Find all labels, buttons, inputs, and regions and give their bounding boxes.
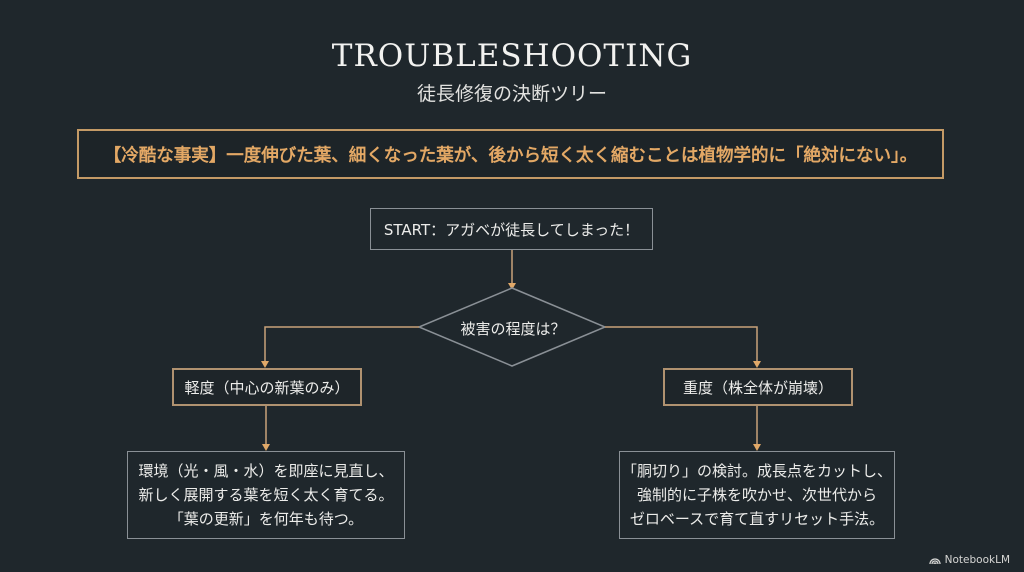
fact-text: 【冷酷な事実】一度伸びた葉、細くなった葉が、後から短く太く縮むことは植物学的に「… [103,145,918,166]
branch-light: 軽度（中心の新葉のみ） [172,368,362,406]
page-subtitle: 徒長修復の決断ツリー [416,83,607,105]
decision-label: 被害の程度は？ [460,319,566,338]
branch-heavy-label: 重度（株全体が崩壊） [682,378,833,397]
brand-label: NotebookLM [944,554,1010,566]
brand-watermark: NotebookLM [928,554,1010,566]
decision-diamond [417,287,607,367]
detail-heavy-text: 「胴切り」の検討。成長点をカットし、 強制的に子株を吹かせ、次世代から ゼロベー… [621,462,892,528]
notebooklm-icon [928,558,941,565]
detail-light: 環境（光・風・水）を即座に見直し、 新しく展開する葉を短く太く育てる。 「葉の更… [127,451,405,539]
connector-decision-heavy [605,326,758,362]
branch-light-label: 軽度（中心の新葉のみ） [184,378,350,397]
detail-heavy: 「胴切り」の検討。成長点をカットし、 強制的に子株を吹かせ、次世代から ゼロベー… [619,451,895,539]
detail-light-text: 環境（光・風・水）を即座に見直し、 新しく展開する葉を短く太く育てる。 「葉の更… [138,462,394,528]
start-node: START：アガベが徒長してしまった！ [370,208,653,250]
start-label: START：アガベが徒長してしまった！ [383,220,640,239]
page-title: TROUBLESHOOTING [331,38,693,74]
branch-heavy: 重度（株全体が崩壊） [663,368,853,406]
connector-decision-light [264,326,419,362]
fact-callout: 【冷酷な事実】一度伸びた葉、細くなった葉が、後から短く太く縮むことは植物学的に「… [77,129,944,179]
decision-node: 被害の程度は？ [420,290,606,366]
